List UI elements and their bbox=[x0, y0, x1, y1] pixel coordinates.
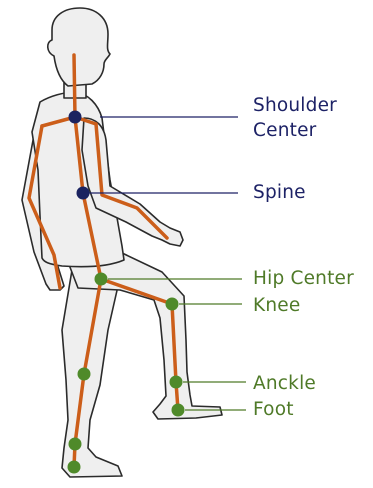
rear-anckle-joint bbox=[69, 438, 82, 451]
anckle-joint bbox=[170, 376, 183, 389]
rear-foot-joint bbox=[68, 461, 81, 474]
spine-joint bbox=[77, 187, 90, 200]
knee-label: Knee bbox=[253, 293, 300, 318]
anckle-label: Anckle bbox=[253, 371, 316, 396]
spine-label: Spine bbox=[253, 180, 306, 205]
shoulder-center-label-line2: Center bbox=[253, 118, 316, 143]
hip-center-joint bbox=[95, 273, 108, 286]
rear-knee-joint bbox=[78, 368, 91, 381]
foot-joint bbox=[172, 404, 185, 417]
shoulder-center-joint bbox=[69, 111, 82, 124]
shoulder-center-label-line1: Shoulder bbox=[253, 93, 337, 118]
foot-label: Foot bbox=[253, 397, 294, 422]
head-silhouette bbox=[48, 8, 110, 86]
knee-joint bbox=[166, 298, 179, 311]
hip-center-label: Hip Center bbox=[253, 266, 354, 291]
head-neck-bone bbox=[74, 55, 75, 117]
